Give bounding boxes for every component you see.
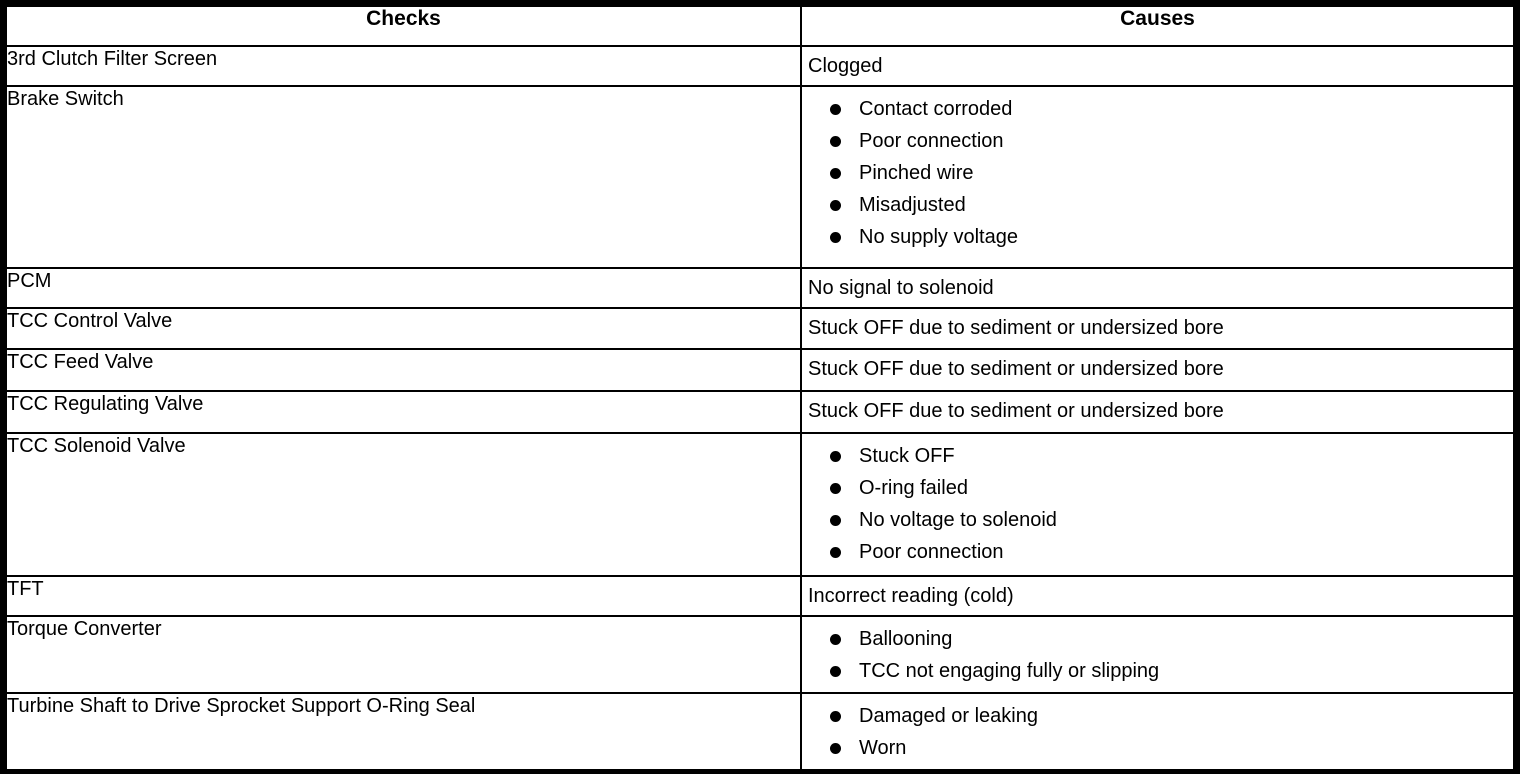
bullet-icon: [830, 633, 841, 645]
cause-text: Stuck OFF due to sediment or undersized …: [808, 358, 1224, 380]
table-row: TCC Regulating Valve Stuck OFF due to sed…: [5, 390, 1515, 434]
check-cell: PCM: [5, 267, 802, 309]
table-row: 3rd Clutch Filter Screen Clogged: [5, 45, 1515, 87]
check-cell: TCC Feed Valve: [5, 348, 802, 392]
cause-text: Misadjusted: [859, 193, 966, 216]
cause-text: TCC not engaging fully or slipping: [859, 659, 1160, 682]
bullet-icon: [830, 665, 841, 677]
cause-text: Contact corroded: [859, 97, 1013, 120]
cause-text: No supply voltage: [859, 225, 1018, 248]
cause-text: Worn: [859, 736, 907, 759]
causes-cell: Clogged: [800, 45, 1515, 87]
causes-column-header: Causes: [800, 5, 1515, 47]
bullet-icon: [830, 546, 841, 558]
causes-cell: Incorrect reading (cold): [800, 575, 1515, 617]
cause-list-item: Worn: [803, 732, 1507, 764]
cause-text: Stuck OFF due to sediment or undersized …: [808, 400, 1224, 422]
bullet-icon: [830, 103, 841, 115]
cause-list-item: No voltage to solenoid: [803, 504, 1507, 536]
cause-list-item: Pinched wire: [803, 157, 1507, 189]
table-row: TCC Control Valve Stuck OFF due to sedime…: [5, 307, 1515, 350]
check-cell: Torque Converter: [5, 615, 802, 694]
cause-list-item: Stuck OFF: [803, 440, 1507, 472]
bullet-icon: [830, 167, 841, 179]
check-cell: TCC Control Valve: [5, 307, 802, 350]
cause-text: Pinched wire: [859, 161, 974, 184]
cause-text: Poor connection: [859, 129, 1004, 152]
cause-text: Incorrect reading (cold): [808, 585, 1014, 607]
bullet-icon: [830, 710, 841, 722]
cause-list: Stuck OFF O-ring failed No voltage to sole…: [803, 435, 1512, 572]
cause-list-item: Misadjusted: [803, 189, 1507, 221]
cause-text: O-ring failed: [859, 476, 968, 499]
cause-text: Poor connection: [859, 540, 1004, 563]
table-row: PCM No signal to solenoid: [5, 267, 1515, 309]
check-cell: TCC Solenoid Valve: [5, 432, 802, 577]
bullet-icon: [830, 135, 841, 147]
bullet-icon: [830, 482, 841, 494]
cause-text: No signal to solenoid: [808, 277, 994, 299]
check-cell: TCC Regulating Valve: [5, 390, 802, 434]
bullet-icon: [830, 199, 841, 211]
cause-text: Stuck OFF due to sediment or undersized …: [808, 317, 1224, 339]
checks-column-header: Checks: [5, 5, 802, 47]
bullet-icon: [830, 742, 841, 754]
cause-list-item: Ballooning: [803, 623, 1507, 655]
table-row: Turbine Shaft to Drive Sprocket Support …: [5, 692, 1515, 769]
bullet-icon: [830, 231, 841, 243]
bullet-icon: [830, 450, 841, 462]
cause-list-item: Contact corroded: [803, 93, 1507, 125]
causes-cell: No signal to solenoid: [800, 267, 1515, 309]
cause-list-item: Poor connection: [803, 125, 1507, 157]
cause-list-item: Poor connection: [803, 536, 1507, 568]
check-cell: Turbine Shaft to Drive Sprocket Support …: [5, 692, 802, 769]
cause-list-item: TCC not engaging fully or slipping: [803, 655, 1507, 687]
table-row: TFT Incorrect reading (cold): [5, 575, 1515, 617]
causes-cell: Stuck OFF due to sediment or undersized …: [800, 390, 1515, 434]
table-row: TCC Solenoid Valve Stuck OFF O-ring failed…: [5, 432, 1515, 577]
cause-text: Clogged: [808, 55, 883, 77]
causes-cell: Stuck OFF O-ring failed No voltage to sole…: [800, 432, 1515, 577]
cause-list-item: O-ring failed: [803, 472, 1507, 504]
causes-cell: Stuck OFF due to sediment or undersized …: [800, 348, 1515, 392]
table-row: TCC Feed Valve Stuck OFF due to sediment …: [5, 348, 1515, 392]
cause-list-item: Damaged or leaking: [803, 700, 1507, 732]
check-cell: TFT: [5, 575, 802, 617]
header-row: Checks Causes: [5, 5, 1515, 47]
cause-text: Stuck OFF: [859, 444, 955, 467]
cause-text: Ballooning: [859, 627, 953, 650]
check-cell: 3rd Clutch Filter Screen: [5, 45, 802, 87]
cause-text: Damaged or leaking: [859, 704, 1038, 727]
causes-cell: Stuck OFF due to sediment or undersized …: [800, 307, 1515, 350]
check-cell: Brake Switch: [5, 85, 802, 269]
cause-text: No voltage to solenoid: [859, 508, 1057, 531]
bullet-icon: [830, 514, 841, 526]
checks-causes-table: Checks Causes 3rd Clutch Filter Screen Cl…: [5, 5, 1515, 769]
cause-list-item: No supply voltage: [803, 221, 1507, 253]
